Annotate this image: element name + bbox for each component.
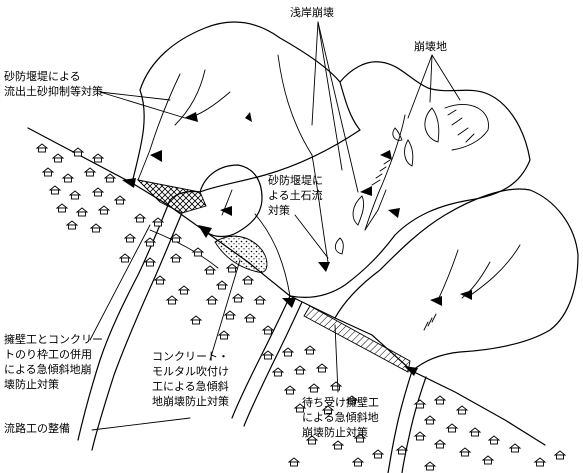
label-check-dam-mid-line3: 対策 [268, 203, 290, 217]
label-channel-works: 流路工の整備 [4, 421, 70, 435]
label-catch-wall-line2: による急傾斜地 [302, 410, 379, 424]
label-check-dam-top-line1: 砂防堰堤による [4, 69, 81, 83]
label-mortar-spray-line3: 工による急傾斜 [152, 379, 229, 393]
label-collapse-area: 崩壊地 [414, 39, 447, 53]
label-mortar-spray-line2: モルタル吹付け [152, 365, 229, 378]
label-mortar-spray-line4: 地崩壊防止対策 [152, 394, 229, 408]
label-catch-wall-line1: 待ち受け擁壁工 [302, 395, 379, 409]
label-catch-wall-line3: 崩壊防止対策 [302, 425, 368, 439]
label-retaining-wall-line4: 壊防止対策 [4, 377, 59, 391]
label-shallow-collapse: 浅岸崩壊 [290, 5, 334, 19]
terrain-outline [27, 21, 579, 446]
label-retaining-wall-line2: トのり枠工の併用 [4, 347, 92, 361]
label-check-dam-mid-line1: 砂防堰堤に [268, 173, 323, 187]
check-dams [122, 112, 472, 376]
label-check-dam-top-line2: 流出土砂抑制等対策 [4, 84, 103, 98]
label-check-dam-mid-line2: よる土石流 [268, 188, 323, 202]
labels: 浅岸崩壊 崩壊地 砂防堰堤による 流出土砂抑制等対策 砂防堰堤に よる土石流 対… [4, 5, 447, 439]
collapse-scars [334, 103, 489, 255]
protection-areas [136, 159, 437, 373]
label-retaining-wall-line3: による急傾斜地崩 [4, 362, 92, 376]
leader-lines [89, 21, 461, 431]
label-retaining-wall-line1: 擁壁工とコンクリー [4, 332, 103, 346]
label-mortar-spray-line1: コンクリート・ [152, 350, 229, 363]
